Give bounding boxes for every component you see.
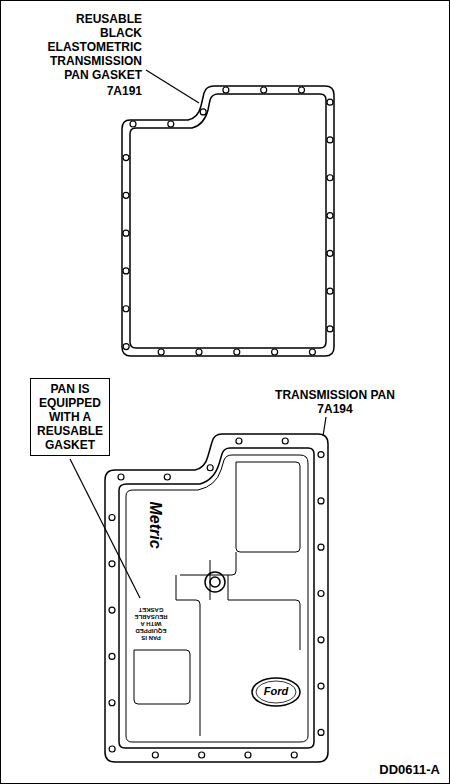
bolt-hole <box>327 213 333 219</box>
bolt-hole <box>318 498 324 504</box>
logo-text: Ford <box>256 685 296 698</box>
bolt-hole <box>291 752 297 758</box>
bolt-hole <box>109 746 115 752</box>
bolt-hole <box>223 87 229 93</box>
bolt-hole <box>123 230 129 236</box>
bolt-hole <box>282 438 288 444</box>
bolt-hole <box>318 452 324 458</box>
callout-box: PAN IS EQUIPPED WITH A REUSABLE GASKET <box>30 378 110 456</box>
bolt-hole <box>130 121 136 127</box>
bolt-hole <box>109 653 115 659</box>
bolt-hole <box>196 349 202 355</box>
bolt-hole <box>327 137 333 143</box>
bolt-hole <box>158 349 164 355</box>
bolt-hole <box>234 349 240 355</box>
bolt-hole <box>272 349 278 355</box>
part-number: 7A191 <box>38 84 142 98</box>
bolt-hole <box>123 344 129 350</box>
bolt-hole <box>318 637 324 643</box>
transmission-pan <box>105 434 328 762</box>
pan-note: PAN IS EQUIPPED WITH A REUSABLE GASKET <box>128 606 174 641</box>
embossed-text: Metric <box>146 485 164 565</box>
bolt-hole <box>318 544 324 550</box>
bolt-hole <box>318 729 324 735</box>
bolt-hole <box>207 465 213 471</box>
bolt-hole <box>123 155 129 161</box>
bolt-hole <box>327 326 333 332</box>
bolt-hole <box>327 175 333 181</box>
pan-leader <box>323 417 326 436</box>
bolt-hole <box>123 192 129 198</box>
bolt-hole <box>327 99 333 105</box>
bolt-hole <box>299 87 305 93</box>
part-number: 7A194 <box>250 402 420 416</box>
bolt-hole <box>168 121 174 127</box>
bolt-hole <box>199 752 205 758</box>
bolt-hole <box>123 306 129 312</box>
bolt-hole <box>318 683 324 689</box>
bolt-hole <box>261 87 267 93</box>
bolt-hole <box>245 752 251 758</box>
bolt-hole <box>152 752 158 758</box>
bolt-hole <box>109 514 115 520</box>
bolt-hole <box>309 349 315 355</box>
bolt-hole <box>327 288 333 294</box>
bolt-hole <box>123 268 129 274</box>
bolt-hole <box>164 474 170 480</box>
gasket-leader <box>146 70 199 103</box>
bolt-hole <box>118 474 124 480</box>
leader-lines <box>70 70 326 598</box>
gasket <box>122 86 334 356</box>
bolt-hole <box>200 109 206 115</box>
bolt-hole <box>109 607 115 613</box>
bolt-hole <box>327 250 333 256</box>
bolt-hole <box>318 590 324 596</box>
bolt-hole <box>109 700 115 706</box>
figure-id: DD0611-A <box>350 762 440 777</box>
bolt-hole <box>109 561 115 567</box>
callout-text: PAN IS EQUIPPED WITH A REUSABLE GASKET <box>35 382 105 452</box>
gasket-bolt-holes <box>123 87 333 355</box>
bolt-hole <box>236 438 242 444</box>
part-name: REUSABLE BLACK ELASTOMETRIC TRANSMISSION… <box>38 12 142 82</box>
part-name: TRANSMISSION PAN <box>250 388 420 402</box>
pan-bolt-holes <box>109 438 324 758</box>
callout-leader <box>70 459 140 598</box>
